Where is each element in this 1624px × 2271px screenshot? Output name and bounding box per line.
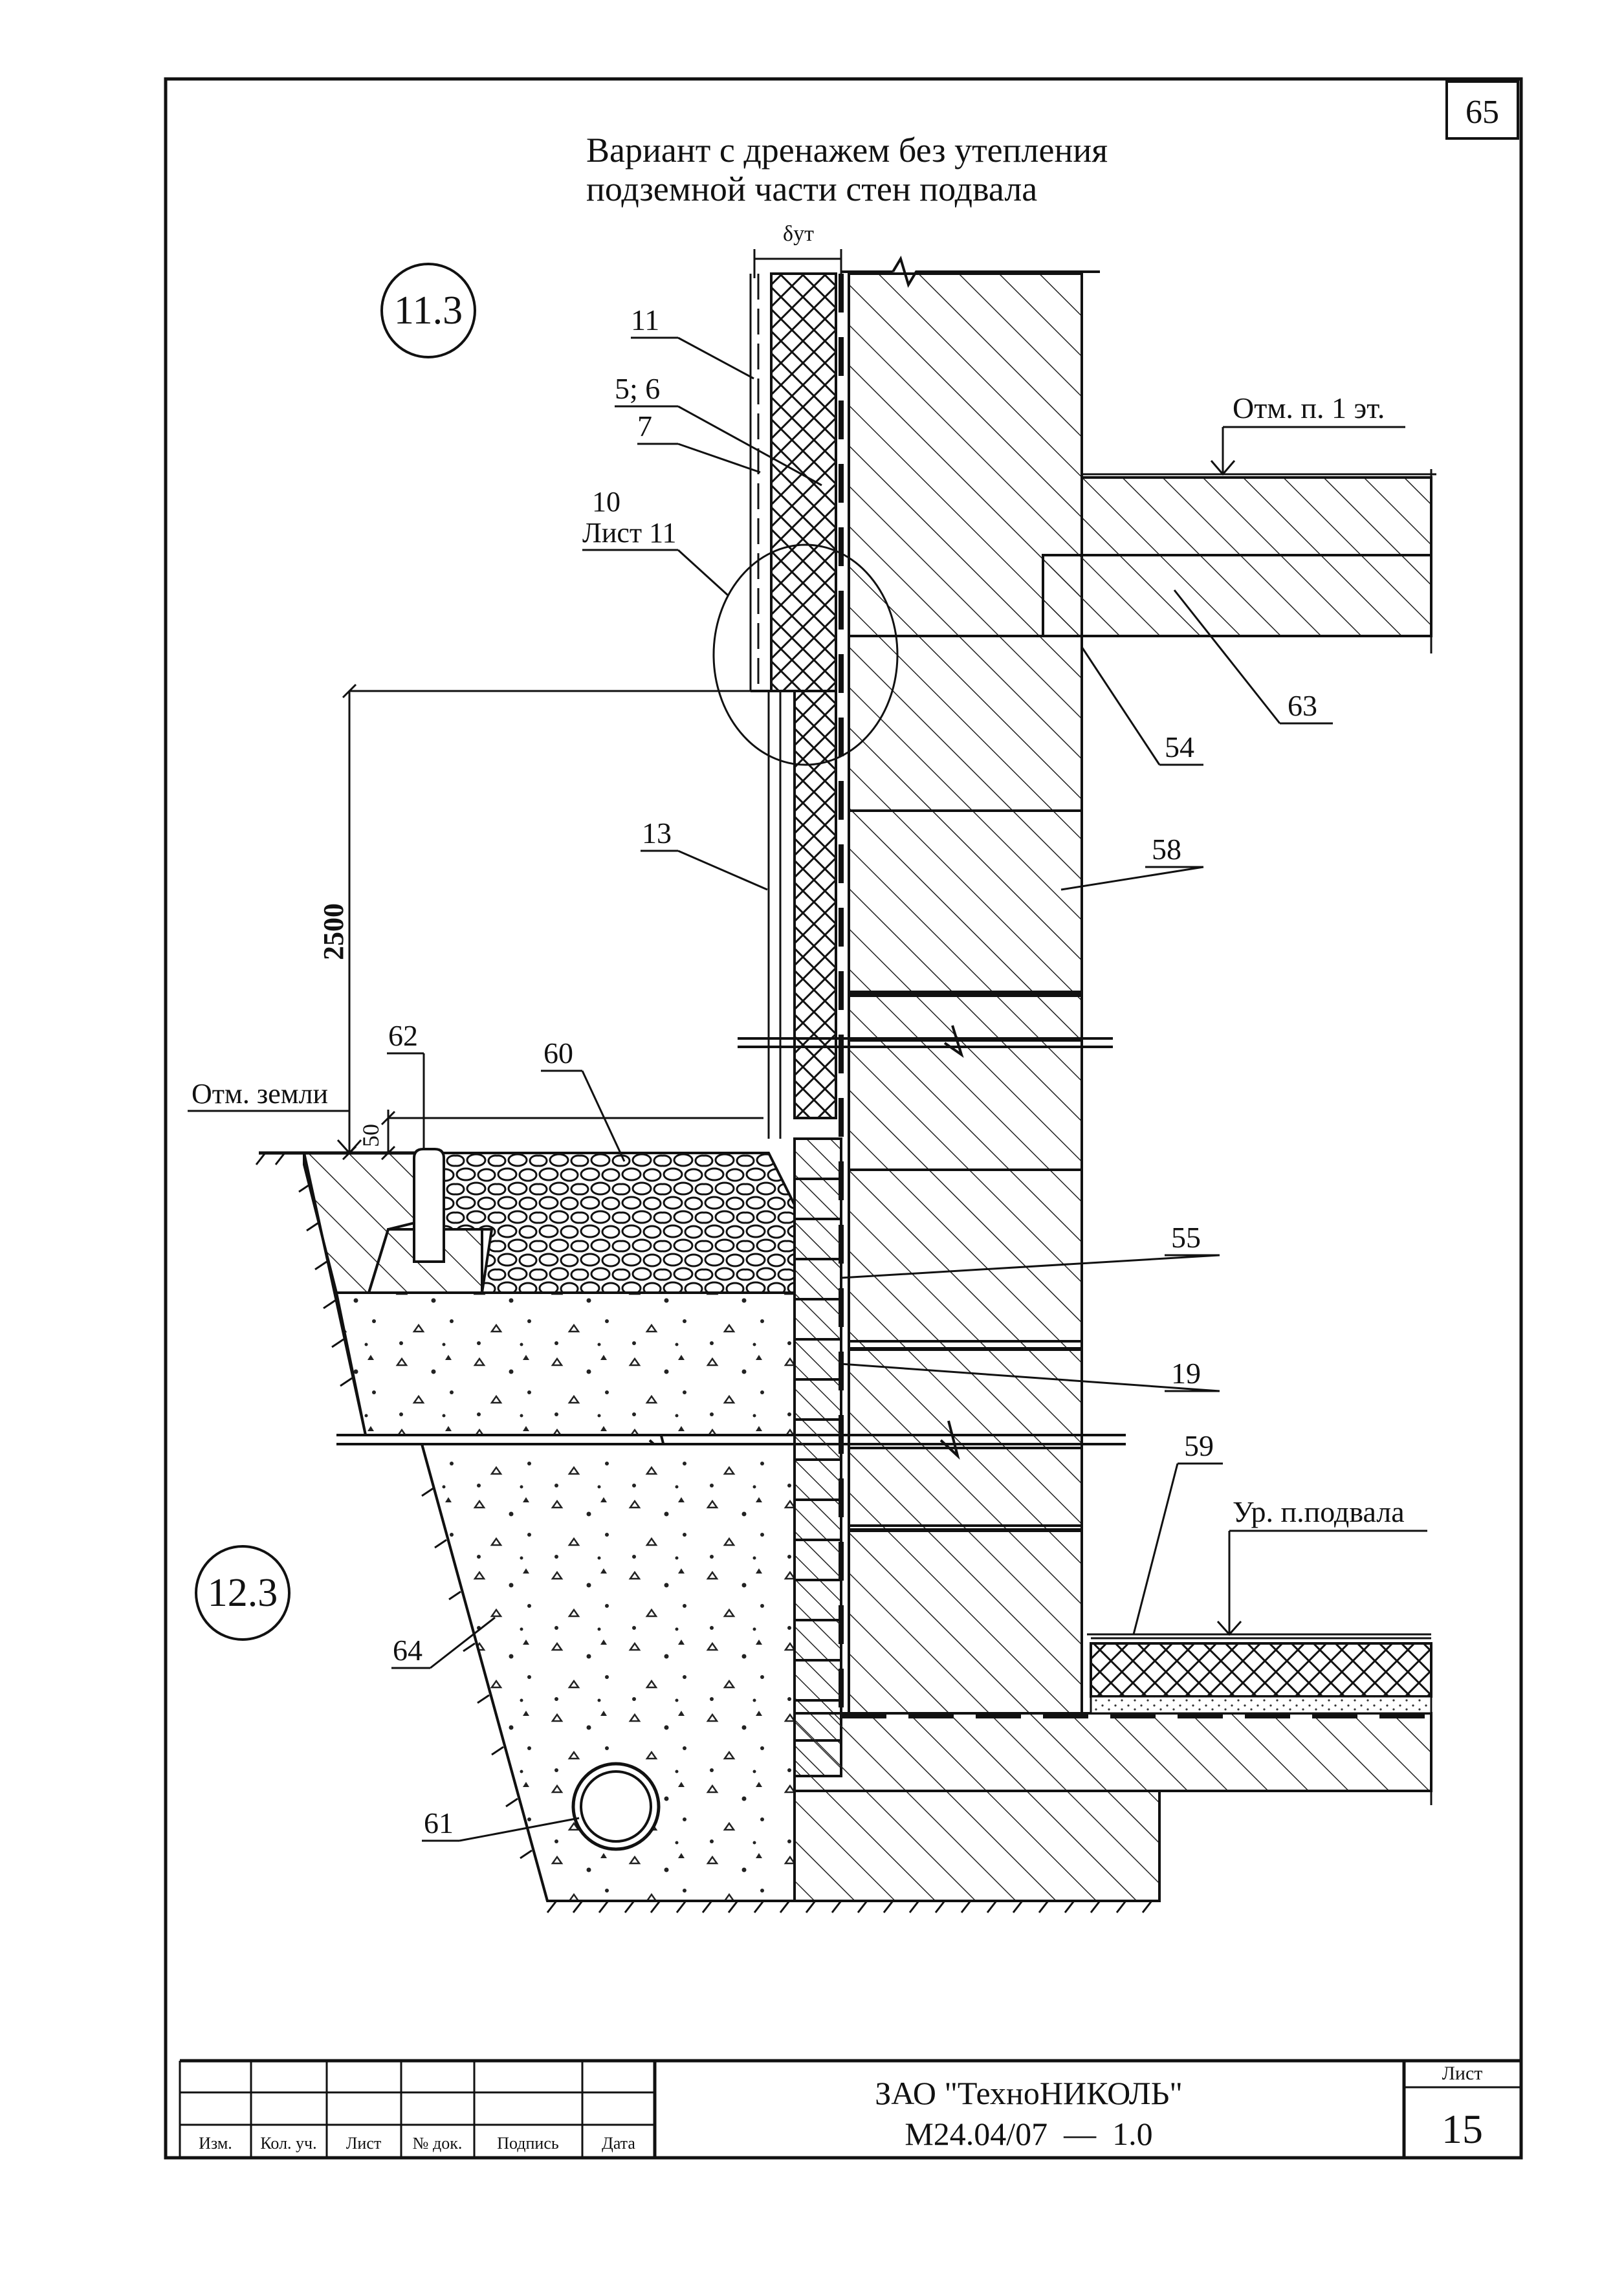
lower-wall: [848, 993, 1083, 1715]
callout-60: 60: [543, 1037, 573, 1070]
title-block-columns: Изм. Кол. уч. Лист № док. Подпись Дата: [199, 2134, 635, 2153]
callout-61: 61: [424, 1806, 454, 1839]
page-number: 65: [1465, 94, 1499, 131]
callout-leaders: [387, 336, 1333, 1842]
protective-brick-layer: [793, 1137, 842, 1777]
gravel-layer: [440, 1152, 796, 1294]
level-basement-label: Ур. п.подвала: [1233, 1495, 1405, 1528]
detail-ref-bottom: 12.3: [195, 1545, 291, 1641]
callout-62: 62: [388, 1019, 418, 1052]
callout-13: 13: [642, 817, 672, 850]
dimension-thickness: [753, 249, 842, 278]
dimension-2500: [342, 683, 795, 1161]
stamp-col-kol: Кол. уч.: [260, 2134, 316, 2153]
title-block: [179, 2059, 1520, 2158]
stamp-col-sign: Подпись: [497, 2134, 559, 2153]
drain-pipe: [571, 1762, 661, 1851]
callout-64: 64: [393, 1634, 422, 1667]
callout-58: 58: [1152, 833, 1181, 866]
document-code: М24.04/07 — 1.0: [905, 2116, 1152, 2152]
sheet-frame: [164, 77, 1523, 2160]
callout-63: 63: [1288, 689, 1317, 722]
callout-5-6: 5; 6: [615, 372, 660, 405]
dimension-2500-label: 2500: [318, 903, 349, 960]
insulation-layer: [749, 272, 844, 1715]
detail-ref-bottom-label: 12.3: [208, 1571, 278, 1615]
basement-floor: [1087, 1633, 1432, 1715]
level-ground: Отм. земли: [188, 1078, 362, 1155]
break-line-upper: [738, 1025, 1113, 1058]
dimension-50-label: 50: [358, 1124, 384, 1147]
level-ground-label: Отм. земли: [192, 1078, 328, 1110]
backfill: [335, 1291, 796, 1902]
foundation-footing: [793, 1708, 1432, 1902]
stamp-col-doc: № док.: [413, 2134, 463, 2153]
organization-name: ЗАО "ТехноНИКОЛЬ": [875, 2075, 1183, 2111]
callout-labels: 11 5; 6 7 10 Лист 11 13 54 58 63 62 60 5…: [388, 303, 1317, 1839]
thickness-label: δут: [783, 222, 814, 246]
curb-stone: [413, 1148, 445, 1263]
level-first-floor-label: Отм. п. 1 эт.: [1233, 391, 1385, 424]
drawing-title-line1: Вариант с дренажем без утепления: [586, 131, 1108, 170]
callout-19: 19: [1171, 1357, 1201, 1390]
ground-soil: [255, 1151, 1159, 1913]
callout-55: 55: [1171, 1221, 1201, 1254]
stamp-col-izm: Изм.: [199, 2134, 232, 2153]
callout-10: 10: [592, 486, 620, 518]
callout-11: 11: [631, 303, 659, 336]
callout-7: 7: [637, 410, 652, 443]
detail-ref-top: 11.3: [380, 263, 476, 358]
level-first-floor: Отм. п. 1 эт.: [1210, 391, 1405, 476]
dimension-50: [380, 1110, 763, 1161]
callout-59: 59: [1184, 1429, 1214, 1462]
detail-ref-top-label: 11.3: [394, 289, 463, 333]
stamp-col-date: Дата: [602, 2134, 635, 2153]
sheet-number: 15: [1442, 2106, 1483, 2152]
sheet-label: Лист: [1442, 2063, 1483, 2084]
upper-wall: [841, 256, 1100, 1042]
callout-10-sheet: Лист 11: [582, 517, 677, 549]
floor-slab: [1042, 469, 1436, 653]
detail-circle-10: [712, 543, 899, 766]
stamp-col-list: Лист: [346, 2134, 381, 2153]
drawing-title-line2: подземной части стен подвала: [586, 170, 1037, 208]
callout-54: 54: [1165, 730, 1194, 763]
level-basement: Ур. п.подвала: [1216, 1495, 1427, 1636]
